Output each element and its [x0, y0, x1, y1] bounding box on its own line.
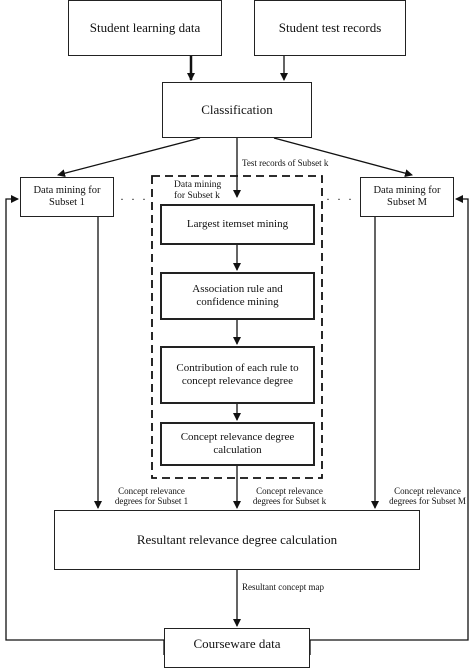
step-association-rule-box: Association rule and confidence mining — [160, 272, 315, 320]
test-records-label: Test records of Subset k — [242, 158, 329, 168]
step-relevance-calculation-box: Concept relevance degree calculation — [160, 422, 315, 466]
relevance-label-subsetM: Concept relevance degrees for Subset M — [389, 486, 466, 507]
student-test-records-box: Student test records — [254, 0, 406, 56]
data-mining-subsetM-box: Data mining for Subset M — [360, 177, 454, 217]
courseware-data-box: Courseware data — [164, 628, 310, 668]
subset-k-container — [151, 175, 323, 479]
classification-box: Classification — [162, 82, 312, 138]
data-mining-subset1-box: Data mining for Subset 1 — [20, 177, 114, 217]
relevance-label-subset1: Concept relevance degrees for Subset 1 — [114, 486, 189, 507]
step-contribution-box: Contribution of each rule to concept rel… — [160, 346, 315, 404]
feedback-loop-left — [5, 195, 165, 655]
student-learning-data-box: Student learning data — [68, 0, 222, 56]
dots-right: · · · — [326, 192, 354, 206]
step-largest-itemset-box: Largest itemset mining — [160, 204, 315, 245]
resultant-relevance-box: Resultant relevance degree calculation — [54, 510, 420, 570]
dots-left: · · · — [120, 192, 148, 206]
data-mining-subsetk-label: Data mining for Subset k — [174, 180, 222, 201]
feedback-loop-right — [309, 195, 469, 655]
concept-map-label: Resultant concept map — [242, 582, 324, 592]
arrow-classification-to-subset1 — [57, 137, 201, 178]
relevance-label-subsetk: Concept relevance degrees for Subset k — [252, 486, 327, 507]
arrow-classification-to-subsetM — [273, 137, 413, 178]
